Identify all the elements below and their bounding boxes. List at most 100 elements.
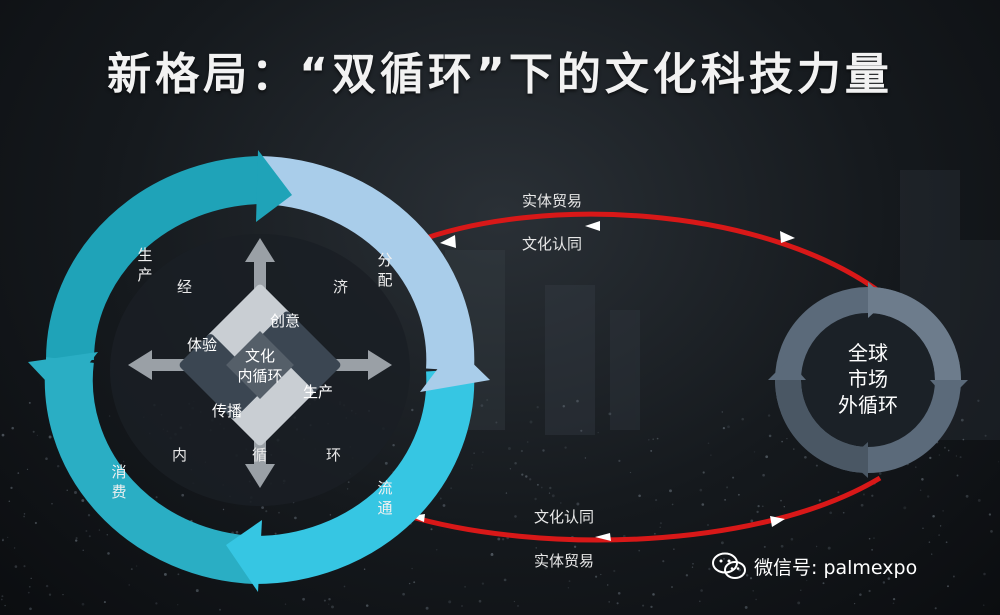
particle-dot [284,603,287,605]
ring-segment-production [46,156,261,361]
particle-dot [478,599,482,603]
ring-arrowhead [256,150,292,222]
particle-dot [837,491,840,494]
particle-dot [542,449,545,452]
particle-dot [514,461,517,465]
particle-dot [48,435,52,439]
particle-dot [879,472,882,475]
particle-dot [430,528,433,531]
particle-dot [548,492,551,494]
particle-dot [990,530,993,533]
particle-dot [983,572,986,576]
particle-dot [873,537,875,539]
particle-dot [654,533,656,535]
particle-dot [560,502,562,504]
particle-dot [564,446,567,449]
particle-dot [56,464,60,468]
link-arrowhead [595,533,611,541]
particle-dot [922,527,924,530]
particle-dot [514,515,517,518]
particle-dot [1,595,4,598]
particle-dot [509,468,512,470]
particle-dot [947,449,950,452]
particle-dot [7,536,9,539]
particle-dot [261,506,264,509]
particle-dot [638,494,641,498]
particle-dot [793,448,795,450]
particle-dot [26,468,29,471]
particle-dot [176,603,179,606]
particle-dot [859,593,862,596]
particle-dot [692,563,694,565]
particle-dot [23,513,26,515]
particle-dot [959,456,962,459]
particle-dot [448,600,452,604]
gray-arrows [128,238,392,488]
particle-dot [11,426,14,430]
particle-dot [568,580,571,582]
pinwheel-blade-right [256,311,341,396]
particle-dot [87,514,91,517]
arrow-left [128,350,190,380]
particle-dot [800,589,802,591]
particle-dot [2,539,4,542]
node-creativity: 创意 [270,312,301,330]
particle-dot [700,589,703,592]
particle-dot [652,438,655,441]
particle-dot [4,604,6,607]
particle-dot [902,571,904,574]
particle-dot [45,457,48,460]
particle-dot [576,399,579,403]
particle-dot [618,459,621,462]
particle-dot [328,603,330,605]
particle-dot [638,549,641,552]
particle-dot [763,545,766,548]
particle-dot [702,471,705,474]
particle-dot [797,601,801,605]
particle-dot [1,538,5,541]
particle-dot [302,597,305,601]
particle-dot [8,500,11,503]
particle-dot [155,602,158,605]
particle-dot [815,545,818,548]
particle-dot [868,589,871,593]
particle-dot [503,578,507,582]
particle-dot [497,537,501,541]
particle-dot [13,547,16,549]
particle-dot [982,604,985,607]
global-cycle-label: 全球 市场 外循环 [838,341,898,417]
particle-dot [135,565,138,567]
particle-dot [470,467,473,470]
particle-dot [723,557,725,560]
particle-dot [691,566,694,568]
particle-dot [425,606,429,610]
particle-dot [28,585,31,588]
particle-dot [108,415,111,417]
particle-dot [708,567,711,571]
particle-dot [328,597,331,601]
particle-dot [471,464,474,466]
particle-dot [540,486,543,489]
particle-dot [413,581,416,584]
particle-dot [934,607,937,610]
particle-dot [402,592,405,596]
particle-dot [565,519,568,521]
global-ring-arrowhead [930,380,968,400]
particle-dot [790,537,794,541]
pinwheel-blade-left [179,334,264,419]
particle-dot [442,504,446,507]
ring-segment-distribution [259,156,475,372]
particle-dot [435,548,438,551]
segment-label-production: 生产 [137,246,153,284]
particle-dot [738,493,740,496]
particle-dot [576,502,580,506]
particle-dot [942,510,944,512]
particle-dot [536,483,539,486]
particle-dot [707,442,710,445]
particle-dot [513,600,516,603]
particle-dot [562,404,566,408]
particle-dot [34,521,37,525]
particle-dot [932,514,935,518]
red-link-bottom [404,475,882,543]
